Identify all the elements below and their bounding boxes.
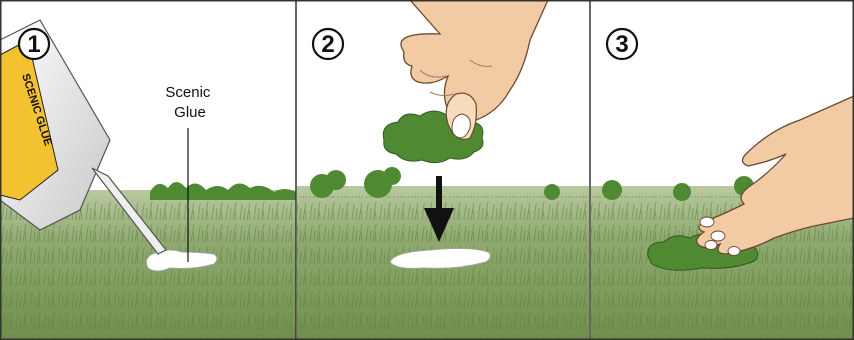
panel-step-2: 2 bbox=[297, 0, 589, 340]
step-badge-2: 2 bbox=[313, 29, 343, 59]
step-badge-3: 3 bbox=[607, 29, 637, 59]
step-badge-1: 1 bbox=[19, 29, 49, 59]
svg-text:1: 1 bbox=[27, 31, 40, 58]
panel-step-1: SCENIC GLUE Scenic Glue 1 bbox=[0, 0, 296, 340]
panel-step-3: 3 bbox=[591, 0, 854, 340]
svg-text:2: 2 bbox=[321, 31, 334, 58]
svg-text:3: 3 bbox=[615, 31, 628, 58]
